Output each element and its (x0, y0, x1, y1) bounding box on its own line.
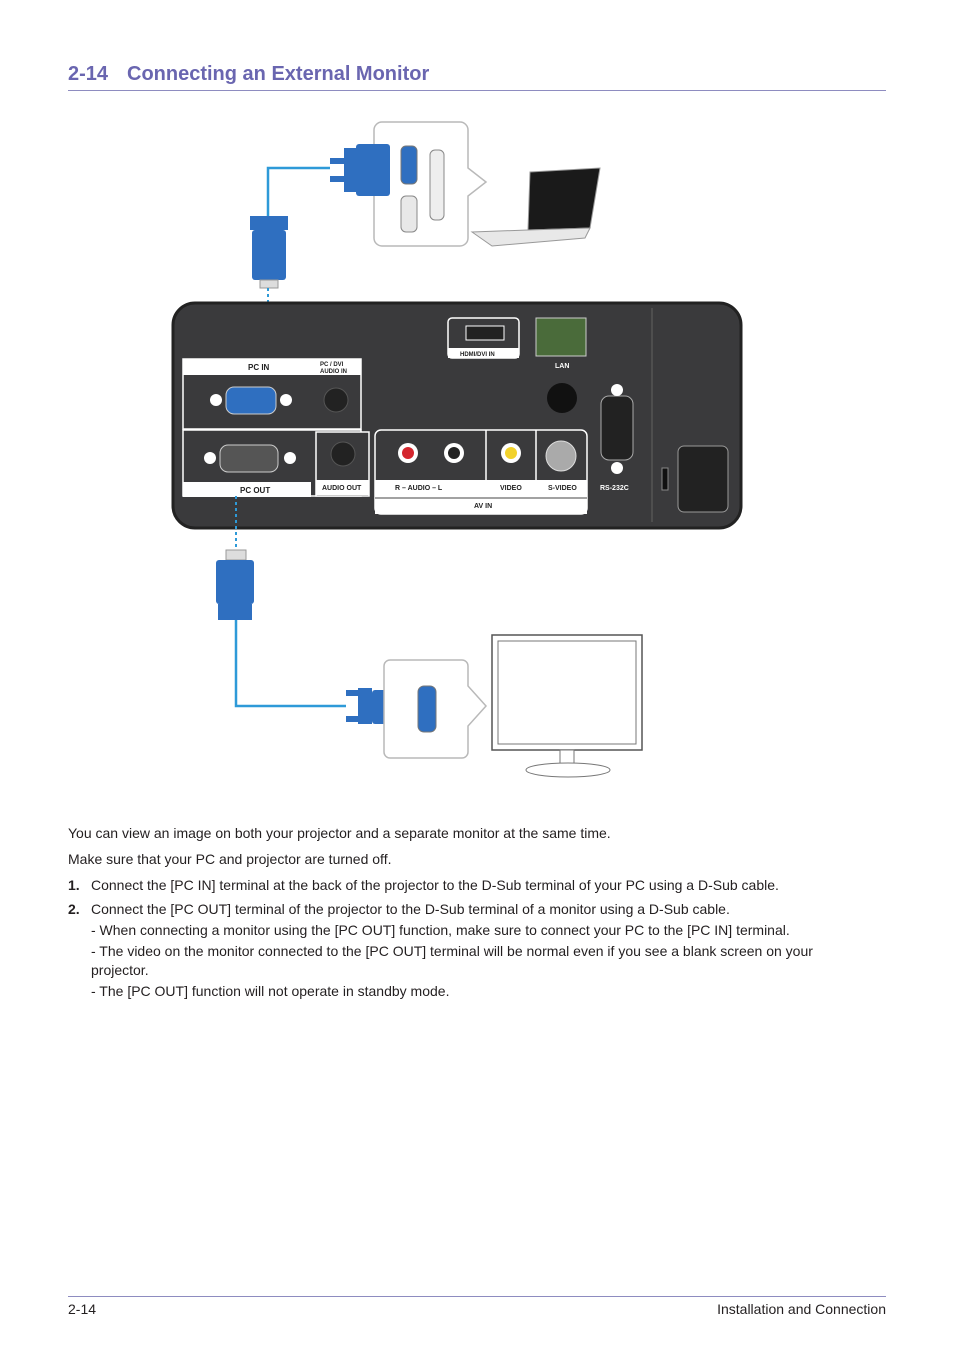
connection-diagram: PC IN PC / DVI AUDIO IN PC OUT AUDIO OUT… (160, 110, 760, 790)
page-footer: 2-14 Installation and Connection (68, 1296, 886, 1317)
step-text: Connect the [PC IN] terminal at the back… (91, 877, 779, 893)
label-hdmi-dvi-in: HDMI/DVI IN (460, 352, 495, 358)
label-pc-in: PC IN (248, 363, 270, 372)
step-2: 2. Connect the [PC OUT] terminal of the … (68, 900, 868, 1001)
section-number: 2-14 (68, 63, 109, 85)
step-number: 1. (68, 877, 80, 893)
chapter-name: Installation and Connection (717, 1301, 886, 1317)
step-note: - The [PC OUT] function will not operate… (91, 983, 450, 999)
projector-back-panel: PC IN PC / DVI AUDIO IN PC OUT AUDIO OUT… (171, 301, 743, 530)
label-rs232c: RS-232C (600, 485, 629, 492)
label-audio-in: AUDIO IN (320, 369, 347, 375)
monitor-cable (216, 496, 402, 724)
label-av-in: AV IN (474, 503, 492, 510)
label-s-video: S-VIDEO (548, 485, 577, 492)
step-text: Connect the [PC OUT] terminal of the pro… (91, 901, 730, 917)
label-pc-out: PC OUT (240, 486, 270, 495)
pc-cable (250, 144, 390, 358)
page-title: 2-14 Connecting an External Monitor (68, 62, 886, 86)
instructions: You can view an image on both your proje… (68, 824, 868, 1006)
monitor-port-callout (383, 659, 488, 759)
label-video: VIDEO (500, 485, 522, 492)
step-note: - When connecting a monitor using the [P… (91, 922, 790, 938)
pc-port-callout (373, 121, 488, 247)
connection-diagram-svg: PC IN PC / DVI AUDIO IN PC OUT AUDIO OUT… (171, 121, 743, 778)
monitor-icon (491, 634, 643, 778)
label-audio-out: AUDIO OUT (322, 485, 362, 492)
step-1: 1. Connect the [PC IN] terminal at the b… (68, 876, 868, 895)
intro-note: Make sure that your PC and projector are… (68, 851, 392, 867)
laptop-icon (470, 167, 601, 247)
label-lan: LAN (555, 363, 569, 370)
section-heading: 2-14 Connecting an External Monitor (68, 62, 886, 91)
step-note: - The video on the monitor connected to … (91, 943, 813, 978)
label-audio: R – AUDIO – L (395, 485, 443, 492)
section-title: Connecting an External Monitor (127, 63, 430, 85)
page-number: 2-14 (68, 1301, 97, 1317)
step-notes: - When connecting a monitor using the [P… (91, 921, 868, 1001)
step-number: 2. (68, 901, 80, 917)
label-pc-dvi: PC / DVI (320, 362, 344, 368)
intro-text: You can view an image on both your proje… (68, 825, 611, 841)
steps-list: 1. Connect the [PC IN] terminal at the b… (68, 876, 868, 1001)
